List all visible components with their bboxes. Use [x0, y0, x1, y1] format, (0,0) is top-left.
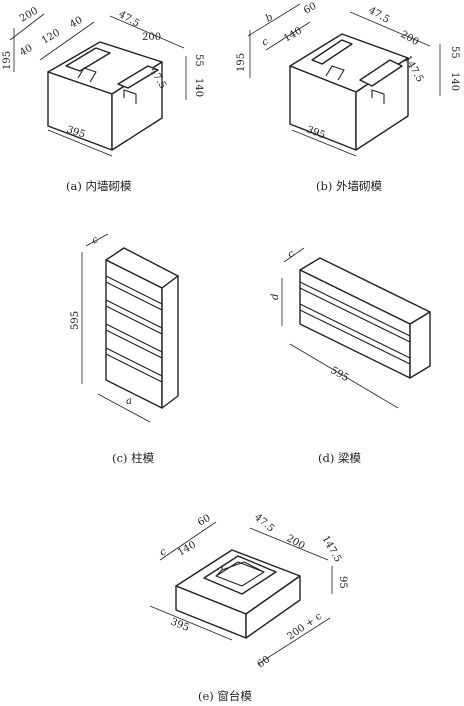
- dim-b-c: c: [260, 36, 271, 49]
- dim-a-40a: 40: [68, 15, 85, 31]
- dim-e-47-5: 47.5: [252, 512, 276, 535]
- dim-b-140: 140: [282, 26, 304, 45]
- dim-a-195: 195: [2, 51, 13, 70]
- dim-e-395: 395: [169, 617, 191, 634]
- dim-a-40b: 40: [18, 43, 35, 59]
- dim-e-c: c: [158, 546, 169, 559]
- block-a-body: [47, 41, 163, 151]
- dim-b-60: 60: [302, 1, 319, 17]
- dim-a-200: 200: [18, 6, 40, 25]
- dim-a-140: 140: [193, 78, 204, 97]
- dims-c: c 595 a: [70, 233, 151, 423]
- dim-d-c: c: [286, 248, 297, 261]
- dim-e-140: 140: [176, 540, 198, 559]
- figure-a-inner-wall-block: 200 120 40 40 195 47.5 200 55 47.5 140 3…: [2, 6, 204, 193]
- dim-b-195: 195: [236, 53, 247, 72]
- figure-d-beam-block: c d 595 (d) 梁模: [270, 247, 431, 465]
- caption-b: (b) 外墙砌模: [316, 179, 382, 193]
- caption-a: (a) 内墙砌模: [66, 179, 132, 193]
- dim-d-595: 595: [329, 365, 351, 384]
- dim-c-c: c: [90, 234, 101, 247]
- dim-d-d: d: [270, 294, 281, 300]
- figure-c-column-block: c 595 a (c) 柱模: [70, 233, 179, 465]
- block-b-body: [289, 33, 409, 151]
- dim-a-200b: 200: [142, 32, 161, 43]
- caption-e: (e) 窗台模: [198, 689, 252, 703]
- figure-b-outer-wall-block: b 60 c 140 195 47.5 200 55 147.5 140 395…: [236, 1, 460, 193]
- block-e-body: [175, 549, 301, 639]
- caption-c: (c) 柱模: [112, 451, 155, 465]
- caption-d: (d) 梁模: [318, 451, 361, 465]
- dim-b-b: b: [264, 12, 275, 25]
- dim-c-595: 595: [70, 311, 81, 330]
- dim-e-200-plus-c: 200 + c: [285, 611, 324, 643]
- dim-c-a: a: [126, 396, 132, 407]
- dim-a-120: 120: [40, 28, 62, 47]
- dim-b-55: 55: [449, 46, 460, 59]
- dim-b-140b: 140: [449, 72, 460, 91]
- dim-b-47-5: 47.5: [367, 5, 392, 26]
- dim-e-147-5: 147.5: [319, 534, 343, 564]
- dim-e-95: 95: [337, 576, 348, 589]
- figure-e-window-sill-block: 60 c 140 47.5 200 147.5 95 395 200 + c 6…: [149, 512, 348, 703]
- block-d-body: [299, 257, 431, 379]
- block-c-body: [105, 247, 179, 409]
- dim-a-55: 55: [193, 54, 204, 67]
- dim-b-200: 200: [399, 29, 421, 48]
- dim-a-47-5a: 47.5: [117, 9, 142, 30]
- dim-e-200: 200: [285, 533, 307, 552]
